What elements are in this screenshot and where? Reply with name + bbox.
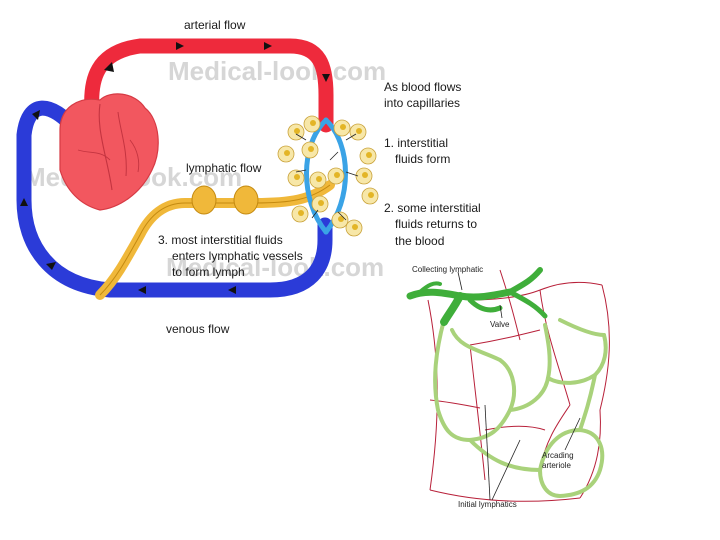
venous-flow-label: venous flow (166, 322, 230, 336)
capillary-intro-line1: As blood flows (384, 80, 461, 94)
cell-nucleus (294, 128, 300, 134)
step3-line3: to form lymph (172, 265, 245, 279)
valve-label: Valve (490, 320, 510, 329)
heart (60, 94, 158, 210)
watermark-top: Medical-look.com (168, 56, 386, 86)
step2-line3: the blood (395, 234, 444, 248)
lymph-node (192, 186, 216, 214)
step1-line1: 1. interstitial (384, 136, 448, 150)
cell-nucleus (362, 172, 368, 178)
cell-nucleus (368, 192, 374, 198)
lymph-node (234, 186, 258, 214)
arterial-flow-label: arterial flow (184, 18, 246, 32)
step3-line1: 3. most interstitial fluids (158, 233, 283, 247)
cell-nucleus (356, 128, 362, 134)
cell-nucleus (334, 172, 340, 178)
arcading-arteriole-label-line2: arteriole (542, 461, 571, 470)
step2-line1: 2. some interstitial (384, 201, 481, 215)
cell-nucleus (352, 224, 358, 230)
capillary-intro-line2: into capillaries (384, 96, 460, 110)
step2-line2: fluids returns to (395, 217, 477, 231)
lymphatic-flow-label: lymphatic flow (186, 161, 262, 175)
initial-lymphatics-network (435, 320, 606, 496)
cell-nucleus (284, 150, 290, 156)
cell-nucleus (316, 176, 322, 182)
cell-nucleus (308, 146, 314, 152)
cell-nucleus (318, 200, 324, 206)
cell-nucleus (294, 174, 300, 180)
lymphatic-network-micrograph: Collecting lymphatic Valve Arcading arte… (410, 265, 609, 509)
cell-nucleus (366, 152, 372, 158)
arcading-arteriole-label-line1: Arcading (542, 451, 574, 460)
initial-lymphatics-label: Initial lymphatics (458, 500, 517, 509)
collecting-lymphatic-label: Collecting lymphatic (412, 265, 483, 274)
step3-line2: enters lymphatic vessels (172, 249, 303, 263)
cell-nucleus (340, 124, 346, 130)
step1-line2: fluids form (395, 152, 450, 166)
cell-nucleus (298, 210, 304, 216)
cell-nucleus (310, 120, 316, 126)
interstitial-cells (278, 116, 378, 236)
